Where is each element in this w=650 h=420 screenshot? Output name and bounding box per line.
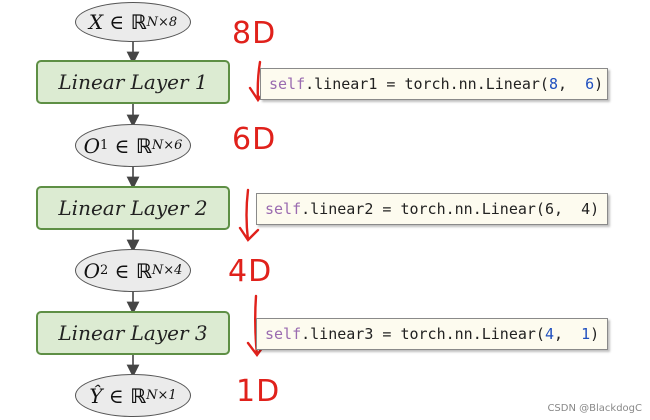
code-3-mid: .linear3 = torch.nn.Linear(	[301, 325, 545, 343]
code-3-sep: ,	[554, 325, 582, 343]
linear-layer-2-label: Linear Layer 2	[58, 196, 208, 220]
node-o1-dim: N×6	[151, 138, 183, 153]
code-line-3: self.linear3 = torch.nn.Linear(4, 1)	[256, 318, 608, 350]
code-line-2: self.linear2 = torch.nn.Linear(6, 4)	[256, 193, 608, 225]
code-1-mid: .linear1 = torch.nn.Linear(	[305, 75, 549, 93]
node-o1-in: ∈	[114, 133, 130, 158]
linear-layer-3: Linear Layer 3	[36, 311, 230, 355]
node-o2-var: O	[83, 258, 100, 283]
code-1-in: 8	[548, 75, 558, 93]
code-1-out: 6	[585, 75, 595, 93]
node-o1-set: ℝ	[135, 133, 152, 158]
node-input-in: ∈	[109, 10, 125, 34]
node-output-set: ℝ	[130, 383, 147, 408]
code-2-in: 6	[544, 200, 554, 218]
node-o2-set: ℝ	[135, 258, 152, 283]
linear-layer-3-label: Linear Layer 3	[58, 321, 208, 345]
code-1-sep: ,	[558, 75, 586, 93]
code-1-end: )	[594, 75, 604, 93]
node-o2-sup: 2	[100, 263, 109, 278]
code-2-end: )	[590, 200, 600, 218]
node-output-dim: N×1	[146, 388, 177, 403]
node-output-var: Ŷ	[89, 383, 103, 408]
code-2-sep: ,	[554, 200, 582, 218]
linear-layer-1-label: Linear Layer 1	[58, 70, 208, 94]
code-line-1: self.linear1 = torch.nn.Linear(8, 6)	[260, 68, 608, 100]
code-3-out: 1	[581, 325, 591, 343]
annotation-4d: 4D	[228, 254, 273, 289]
hand-arrow-2	[238, 188, 260, 242]
node-output-in: ∈	[108, 383, 124, 408]
code-3-end: )	[590, 325, 600, 343]
node-o1-var: O	[83, 133, 100, 158]
node-o2-in: ∈	[114, 258, 130, 283]
node-input-var: X	[88, 10, 104, 34]
node-input-set: ℝ	[130, 10, 147, 34]
code-3-self: self	[265, 325, 302, 343]
annotation-1d: 1D	[236, 374, 281, 409]
watermark: CSDN @BlackdogC	[547, 403, 642, 414]
annotation-6d: 6D	[232, 122, 277, 157]
code-3-in: 4	[544, 325, 554, 343]
node-o1-sup: 1	[100, 138, 109, 153]
code-1-self: self	[269, 75, 306, 93]
annotation-8d: 8D	[232, 16, 277, 51]
linear-layer-1: Linear Layer 1	[36, 60, 230, 104]
code-2-out: 4	[581, 200, 591, 218]
linear-layer-2: Linear Layer 2	[36, 186, 230, 230]
node-o2-dim: N×4	[151, 263, 183, 278]
code-2-mid: .linear2 = torch.nn.Linear(	[301, 200, 545, 218]
code-2-self: self	[265, 200, 302, 218]
node-input-dim: N×8	[146, 14, 178, 30]
